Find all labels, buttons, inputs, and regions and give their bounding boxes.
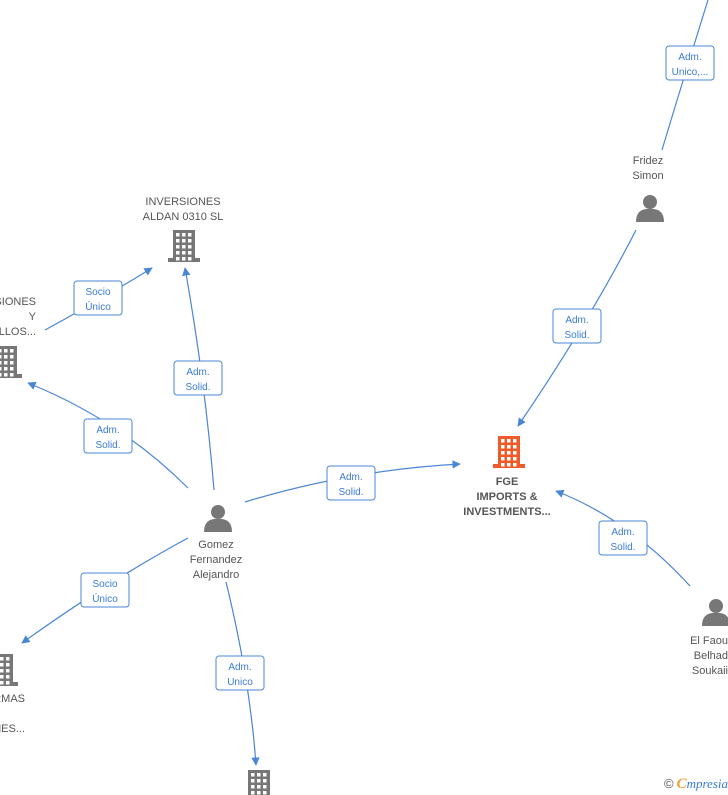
node-inversiones-aldan[interactable]: INVERSIONES ALDAN 0310 SL [143, 196, 224, 262]
edge-label-box[interactable] [173, 360, 223, 396]
node-label: Alejandro [193, 569, 239, 581]
edge-label-text: Adm. [186, 367, 209, 378]
edge-label-text: Adm. [96, 425, 119, 436]
node-label: OLLOS... [0, 326, 36, 338]
edge-label-box[interactable] [80, 572, 130, 608]
edge-label-text: Adm. [678, 52, 701, 63]
edge-label-text: Único [92, 592, 118, 605]
edge-label-text: Solid. [185, 382, 210, 393]
edge-label-text: Solid. [95, 440, 120, 451]
person-icon [702, 599, 728, 626]
node-label: INVERSIONES [145, 196, 220, 208]
relation-edge[interactable]: Adm. Solid. [244, 460, 461, 503]
relation-edge[interactable]: Adm. Unico [215, 581, 265, 766]
brand-name: mpresia [686, 776, 728, 791]
relation-edge[interactable]: Adm. Solid. [517, 229, 637, 427]
copyright-icon: © [663, 776, 674, 791]
relation-edge[interactable]: Adm. Solid. [173, 267, 223, 491]
relation-edge[interactable]: Adm. Unico,... [661, 0, 715, 151]
node-label: ALDAN 0310 SL [143, 211, 224, 223]
node-label: El Faou [690, 635, 728, 647]
edge-label-text: Unico [227, 677, 253, 688]
edge-label-box[interactable] [598, 520, 648, 556]
person-icon [636, 195, 664, 222]
edge-label-box[interactable] [215, 655, 265, 691]
edge-label-text: Solid. [338, 487, 363, 498]
edge-label-text: Adm. [228, 662, 251, 673]
edge-label-text: Único [85, 300, 111, 313]
edge-label-text: Solid. [610, 542, 635, 553]
brand-footer[interactable]: ©Cmpresia [664, 776, 728, 793]
node-company-bottom[interactable] [243, 770, 275, 795]
edge-label-box[interactable] [83, 418, 133, 454]
node-fge[interactable]: FGE IMPORTS & INVESTMENTS... [463, 436, 551, 518]
node-label: Simon [632, 170, 663, 182]
node-label: CIONES... [0, 723, 25, 735]
edge-label-text: Solid. [564, 330, 589, 341]
node-label: INVESTMENTS... [463, 506, 550, 518]
node-label: FGE [496, 476, 519, 488]
node-label: Gomez [198, 539, 233, 551]
person-icon [204, 505, 232, 532]
edge-label-text: Adm. [565, 315, 588, 326]
node-label: Soukaii [692, 665, 728, 677]
building-icon [248, 770, 270, 795]
node-company-left-bottom[interactable]: RMAS CIONES... [0, 654, 25, 735]
building-icon [0, 346, 22, 378]
relation-edge[interactable]: Adm. Solid. [27, 381, 189, 489]
node-label: Belhad [694, 650, 728, 662]
edge-label-box[interactable] [73, 280, 123, 316]
relation-edge[interactable]: Adm. Solid. [555, 489, 691, 587]
edge-label-box[interactable] [665, 45, 715, 81]
node-label: Fridez [633, 155, 664, 167]
building-icon [493, 436, 525, 468]
edge-label-text: Socio [92, 579, 117, 590]
brand-logo-initial: C [676, 776, 687, 792]
building-icon [0, 654, 18, 686]
edge-label-text: Adm. [611, 527, 634, 538]
building-icon [168, 230, 200, 262]
edge-label-text: Socio [85, 287, 110, 298]
edge-label-text: Adm. [339, 472, 362, 483]
node-label: Y [29, 311, 37, 323]
edge-line [661, 0, 709, 151]
node-label: SIONES [0, 296, 36, 308]
edge-label-text: Unico,... [672, 67, 709, 78]
edge-label-box[interactable] [326, 465, 376, 501]
node-label: IMPORTS & [476, 491, 537, 503]
edge-label-box[interactable] [552, 308, 602, 344]
node-inversiones-desarrollos[interactable]: SIONES Y OLLOS... [0, 296, 37, 378]
node-label: RMAS [0, 693, 25, 705]
node-label: Fernandez [190, 554, 243, 566]
